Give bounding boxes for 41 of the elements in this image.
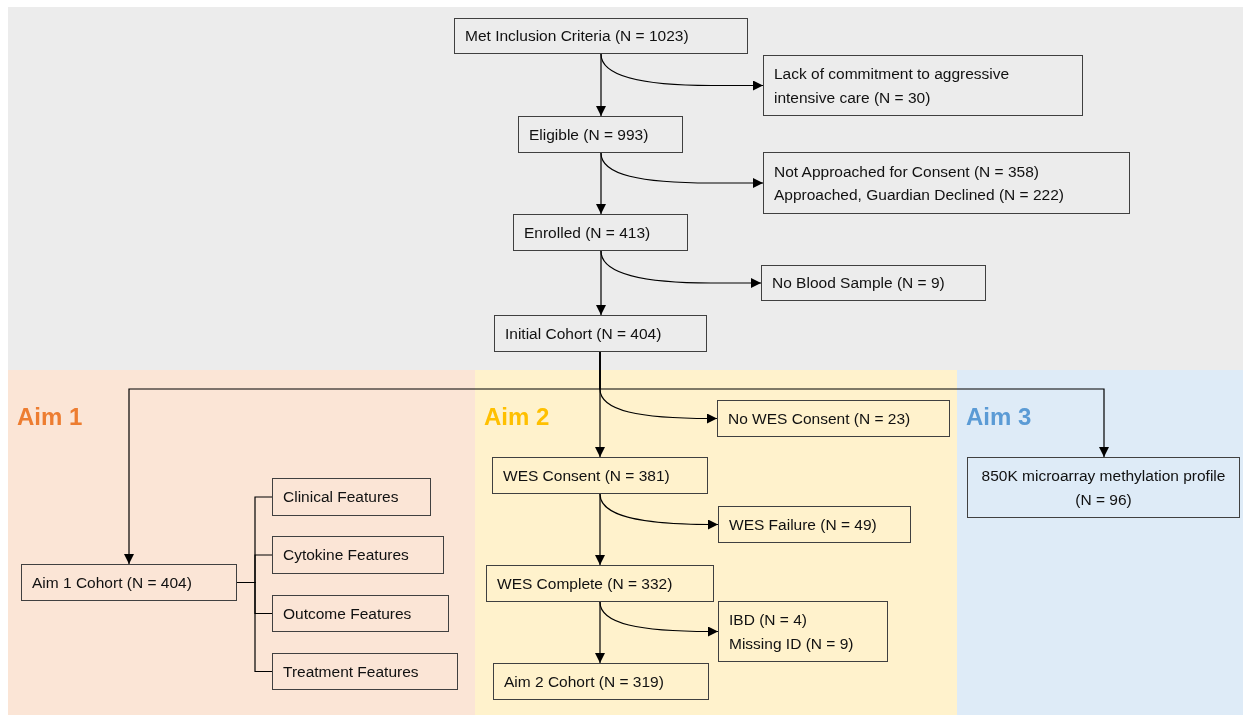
aim-panel [957,370,1243,715]
process-box: Clinical Features [272,478,431,516]
box-text: Not Approached for Consent (N = 358) [774,161,1040,182]
process-box: Aim 2 Cohort (N = 319) [493,663,709,700]
arrow [600,152,764,188]
process-box: No WES Consent (N = 23) [717,400,950,437]
arrow [599,351,1109,458]
panel-title: Aim 3 [966,403,1032,431]
arrow [599,601,719,637]
process-box: Enrolled (N = 413) [513,214,688,251]
box-text: Missing ID (N = 9) [729,633,855,654]
arrow [600,250,762,288]
arrow [595,493,605,566]
process-box: Initial Cohort (N = 404) [494,315,707,352]
process-box: WES Complete (N = 332) [486,565,714,602]
panel-title: Aim 2 [484,403,550,431]
process-box: Treatment Features [272,653,458,690]
panel-title: Aim 1 [17,403,83,431]
arrow [596,53,606,117]
process-box: Lack of commitment to aggressive intensive care (N = 30) [763,55,1083,116]
arrow [595,601,605,664]
process-box: Outcome Features [272,595,449,632]
connector-line [236,581,273,673]
box-text: IBD (N = 4) [729,610,808,631]
arrow [599,493,719,530]
aim-panel [8,370,475,715]
process-box: Met Inclusion Criteria (N = 1023) [454,18,748,54]
arrow [596,250,606,316]
process-box: WES Consent (N = 381) [492,457,708,494]
box-text: Approached, Guardian Declined (N = 222) [774,185,1065,205]
exclusion-box [718,601,888,662]
process-box: Eligible (N = 993) [518,116,683,153]
process-box: WES Failure (N = 49) [718,506,911,543]
process-box: Cytokine Features [272,536,444,574]
arrow [600,53,764,91]
arrow [596,152,606,215]
exclusion-box [763,152,1130,214]
process-box: No Blood Sample (N = 9) [761,265,986,301]
aim-panel [475,370,957,715]
process-box: Aim 1 Cohort (N = 404) [21,564,237,601]
process-box: 850K microarray methylation profile (N = 96) [967,457,1240,518]
